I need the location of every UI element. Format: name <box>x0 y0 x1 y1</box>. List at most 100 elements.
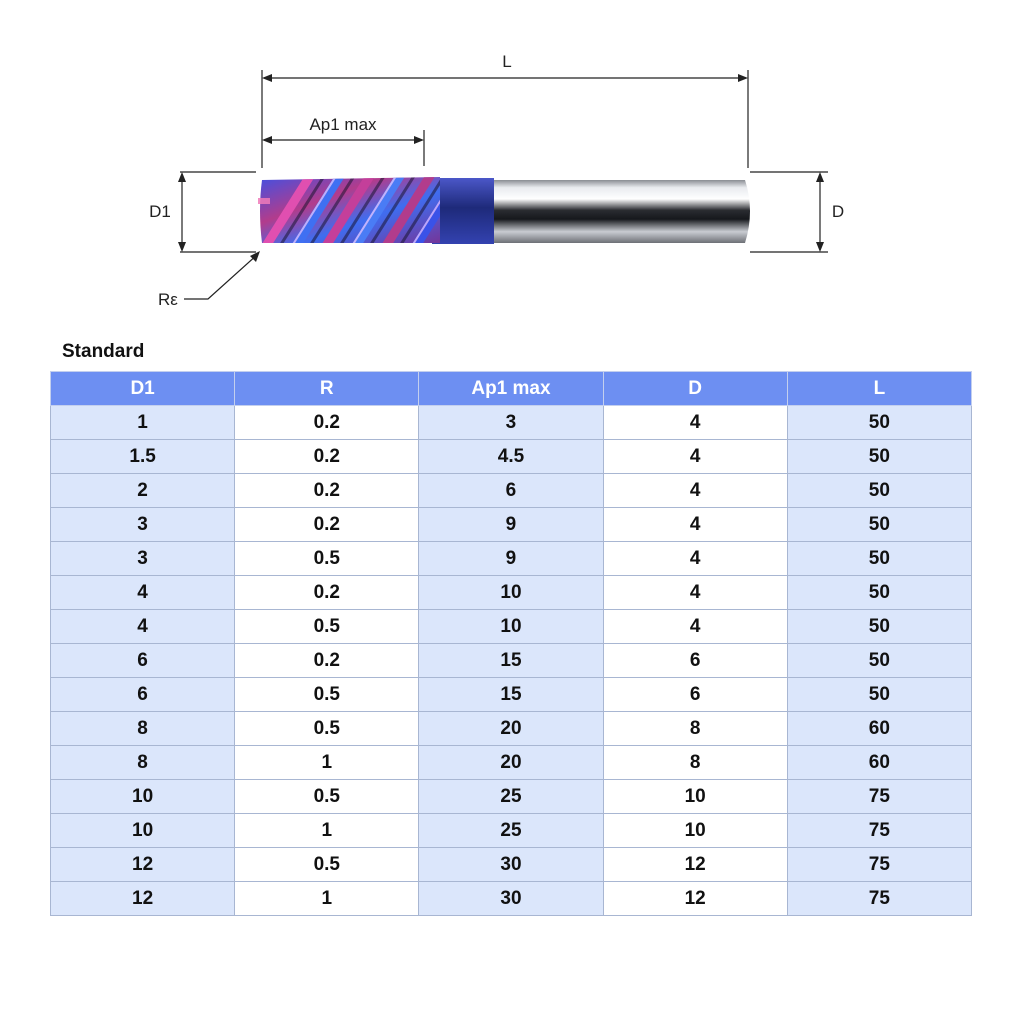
cell-d: 4 <box>602 575 788 610</box>
tool-shank <box>492 180 750 243</box>
cell-d: 8 <box>602 745 788 780</box>
cell-ap1-max: 3 <box>418 405 604 440</box>
cell-r: 0.5 <box>234 711 420 746</box>
cell-d: 8 <box>602 711 788 746</box>
cell-l: 50 <box>786 405 973 440</box>
cell-d: 12 <box>602 881 788 916</box>
cell-d1: 12 <box>49 881 236 916</box>
cell-d: 10 <box>602 779 788 814</box>
cell-d: 10 <box>602 813 788 848</box>
cell-r: 0.2 <box>234 405 420 440</box>
label-d1: D1 <box>149 202 171 221</box>
cell-l: 50 <box>786 609 973 644</box>
dimension-shank-diameter: D <box>750 171 844 253</box>
col-header-r: R <box>234 371 420 406</box>
col-header-d: D <box>602 371 788 406</box>
tool-neck <box>432 178 494 244</box>
cell-d1: 1.5 <box>49 439 236 474</box>
cell-ap1-max: 4.5 <box>418 439 604 474</box>
cell-ap1-max: 25 <box>418 779 604 814</box>
cell-d: 4 <box>602 473 788 508</box>
cell-r: 0.2 <box>234 439 420 474</box>
cell-d1: 12 <box>49 847 236 882</box>
cell-d1: 4 <box>49 575 236 610</box>
cell-r: 0.5 <box>234 847 420 882</box>
cell-ap1-max: 10 <box>418 575 604 610</box>
cell-ap1-max: 9 <box>418 507 604 542</box>
cell-r: 0.5 <box>234 541 420 576</box>
col-header-ap1-max: Ap1 max <box>418 371 604 406</box>
cell-l: 50 <box>786 439 973 474</box>
col-header-d1: D1 <box>49 371 236 406</box>
label-r-epsilon: Rε <box>158 290 178 309</box>
cell-ap1-max: 20 <box>418 711 604 746</box>
corner-radius-leader: Rε <box>158 251 260 309</box>
cell-ap1-max: 15 <box>418 677 604 712</box>
cell-d1: 10 <box>49 813 236 848</box>
cell-ap1-max: 30 <box>418 881 604 916</box>
cell-r: 0.5 <box>234 677 420 712</box>
cell-ap1-max: 6 <box>418 473 604 508</box>
label-d: D <box>832 202 844 221</box>
cell-d: 4 <box>602 439 788 474</box>
cell-ap1-max: 9 <box>418 541 604 576</box>
cell-r: 0.5 <box>234 609 420 644</box>
tool-flutes <box>260 177 440 243</box>
end-mill-tool <box>258 177 750 244</box>
end-mill-dimension-diagram: L Ap1 max D1 D Rε <box>149 52 844 309</box>
cell-d: 6 <box>602 677 788 712</box>
cell-d: 6 <box>602 643 788 678</box>
cell-l: 75 <box>786 813 973 848</box>
cell-r: 0.2 <box>234 643 420 678</box>
dimension-cutting-length: Ap1 max <box>262 115 425 166</box>
label-ap1-max: Ap1 max <box>309 115 377 134</box>
cell-l: 50 <box>786 643 973 678</box>
cell-l: 50 <box>786 541 973 576</box>
cell-r: 0.2 <box>234 473 420 508</box>
cell-ap1-max: 10 <box>418 609 604 644</box>
cell-d1: 2 <box>49 473 236 508</box>
cell-d: 4 <box>602 405 788 440</box>
cell-r: 0.5 <box>234 779 420 814</box>
cell-d1: 6 <box>49 677 236 712</box>
dimension-overall-length: L <box>261 52 749 168</box>
cell-l: 50 <box>786 507 973 542</box>
cell-r: 1 <box>234 745 420 780</box>
cell-l: 75 <box>786 847 973 882</box>
dimension-cutting-diameter: D1 <box>149 171 256 253</box>
label-l: L <box>502 52 511 71</box>
cell-ap1-max: 15 <box>418 643 604 678</box>
cell-d1: 3 <box>49 541 236 576</box>
cell-r: 0.2 <box>234 507 420 542</box>
cell-d1: 4 <box>49 609 236 644</box>
cell-l: 60 <box>786 711 973 746</box>
cell-r: 1 <box>234 813 420 848</box>
cell-d1: 6 <box>49 643 236 678</box>
cell-d1: 1 <box>49 405 236 440</box>
cell-d1: 10 <box>49 779 236 814</box>
table-title: Standard <box>62 341 145 362</box>
cell-d: 4 <box>602 609 788 644</box>
cell-d1: 3 <box>49 507 236 542</box>
cell-d1: 8 <box>49 711 236 746</box>
cell-l: 75 <box>786 779 973 814</box>
cell-l: 60 <box>786 745 973 780</box>
cell-l: 50 <box>786 473 973 508</box>
cell-ap1-max: 20 <box>418 745 604 780</box>
cell-r: 0.2 <box>234 575 420 610</box>
table-header-row: D1 R Ap1 max D L <box>49 371 973 406</box>
cell-ap1-max: 30 <box>418 847 604 882</box>
cell-l: 50 <box>786 677 973 712</box>
